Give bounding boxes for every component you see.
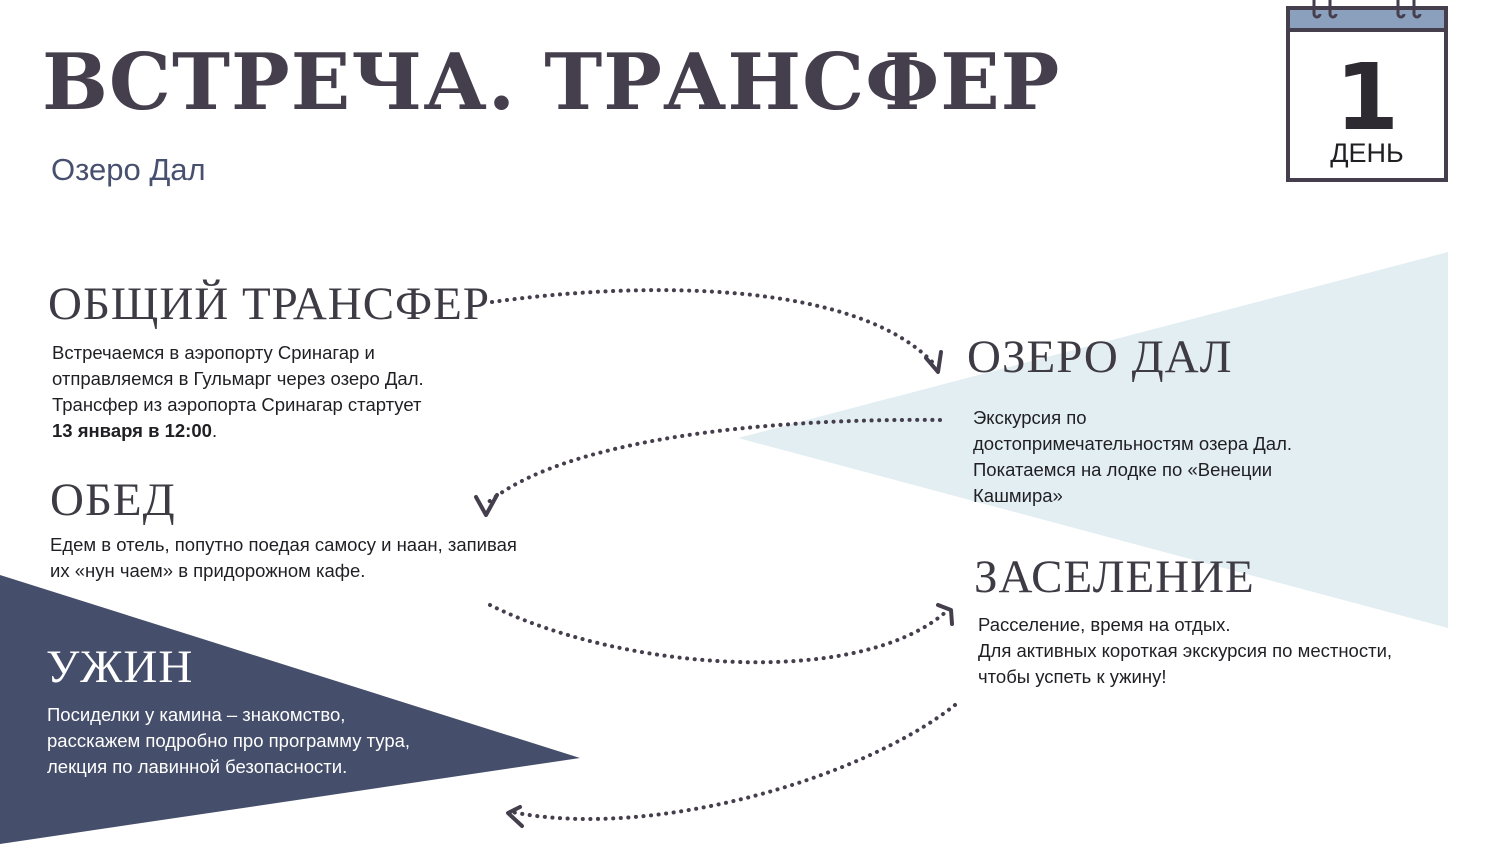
- dinner-line: Посиделки у камина – знакомство,: [47, 704, 346, 725]
- transfer-line: Встречаемся в аэропорту Сринагар и: [52, 342, 375, 363]
- lunch-line: их «нун чаем» в придорожном кафе.: [50, 560, 366, 581]
- lunch-title: ОБЕД: [50, 474, 176, 526]
- transfer-date-highlight: 13 января в 12:00: [52, 420, 212, 441]
- lake-line: достопримечательностям озера Дал.: [973, 433, 1293, 454]
- lake-line: Кашмира»: [973, 485, 1063, 506]
- arrow-head-icon: [936, 603, 954, 626]
- dinner-text: Посиделки у камина – знакомство, расскаж…: [47, 702, 467, 780]
- arrow-head-icon: [506, 805, 524, 828]
- light-blue-triangle: [738, 252, 1448, 628]
- checkin-line: Расселение, время на отдых.: [978, 614, 1231, 635]
- transfer-title: ОБЩИЙ ТРАНСФЕР: [48, 278, 491, 330]
- dinner-title: УЖИН: [46, 641, 194, 693]
- transfer-line: отправляемся в Гульмарг через озеро Дал.: [52, 368, 424, 389]
- arrow-head-icon: [924, 350, 943, 374]
- lake-line: Покатаемся на лодке по «Венеции: [973, 459, 1273, 480]
- transfer-line-tail: .: [211, 420, 218, 441]
- lake-line: Экскурсия по: [973, 407, 1087, 428]
- dotted-arrow-icon: [510, 703, 957, 821]
- lake-text: Экскурсия по достопримечательностям озер…: [973, 405, 1353, 509]
- checkin-title: ЗАСЕЛЕНИЕ: [974, 551, 1255, 603]
- lunch-line: Едем в отель, попутно поедая самосу и на…: [50, 534, 517, 555]
- transfer-text: Встречаемся в аэропорту Сринагар и отпра…: [52, 340, 492, 444]
- navy-triangle: [0, 575, 580, 844]
- checkin-line: чтобы успеть к ужину!: [978, 666, 1167, 687]
- dotted-arrow-icon: [483, 417, 942, 507]
- dotted-arrow-icon: [490, 288, 937, 367]
- transfer-line: 13 января в 12:00.: [52, 418, 492, 444]
- dotted-arrow-icon: [488, 603, 950, 665]
- page-subtitle: Озеро Дал: [51, 152, 206, 187]
- dinner-line: расскажем подробно про программу тура,: [47, 730, 411, 751]
- dinner-line: лекция по лавинной безопасности.: [47, 756, 348, 777]
- checkin-text: Расселение, время на отдых. Для активных…: [978, 612, 1448, 690]
- calendar-day-label: ДЕНЬ: [1330, 138, 1404, 168]
- checkin-line: Для активных короткая экскурсия по местн…: [978, 640, 1393, 661]
- calendar-day-number: 1: [1334, 44, 1399, 151]
- lunch-text: Едем в отель, попутно поедая самосу и на…: [50, 532, 570, 584]
- transfer-line: Трансфер из аэропорта Сринагар стартует: [52, 394, 422, 415]
- lake-title: ОЗЕРО ДАЛ: [967, 331, 1233, 383]
- page-title: ВСТРЕЧА. ТРАНСФЕР: [42, 37, 1061, 128]
- arrow-head-icon: [474, 493, 499, 517]
- calendar-icon: [1286, 0, 1448, 182]
